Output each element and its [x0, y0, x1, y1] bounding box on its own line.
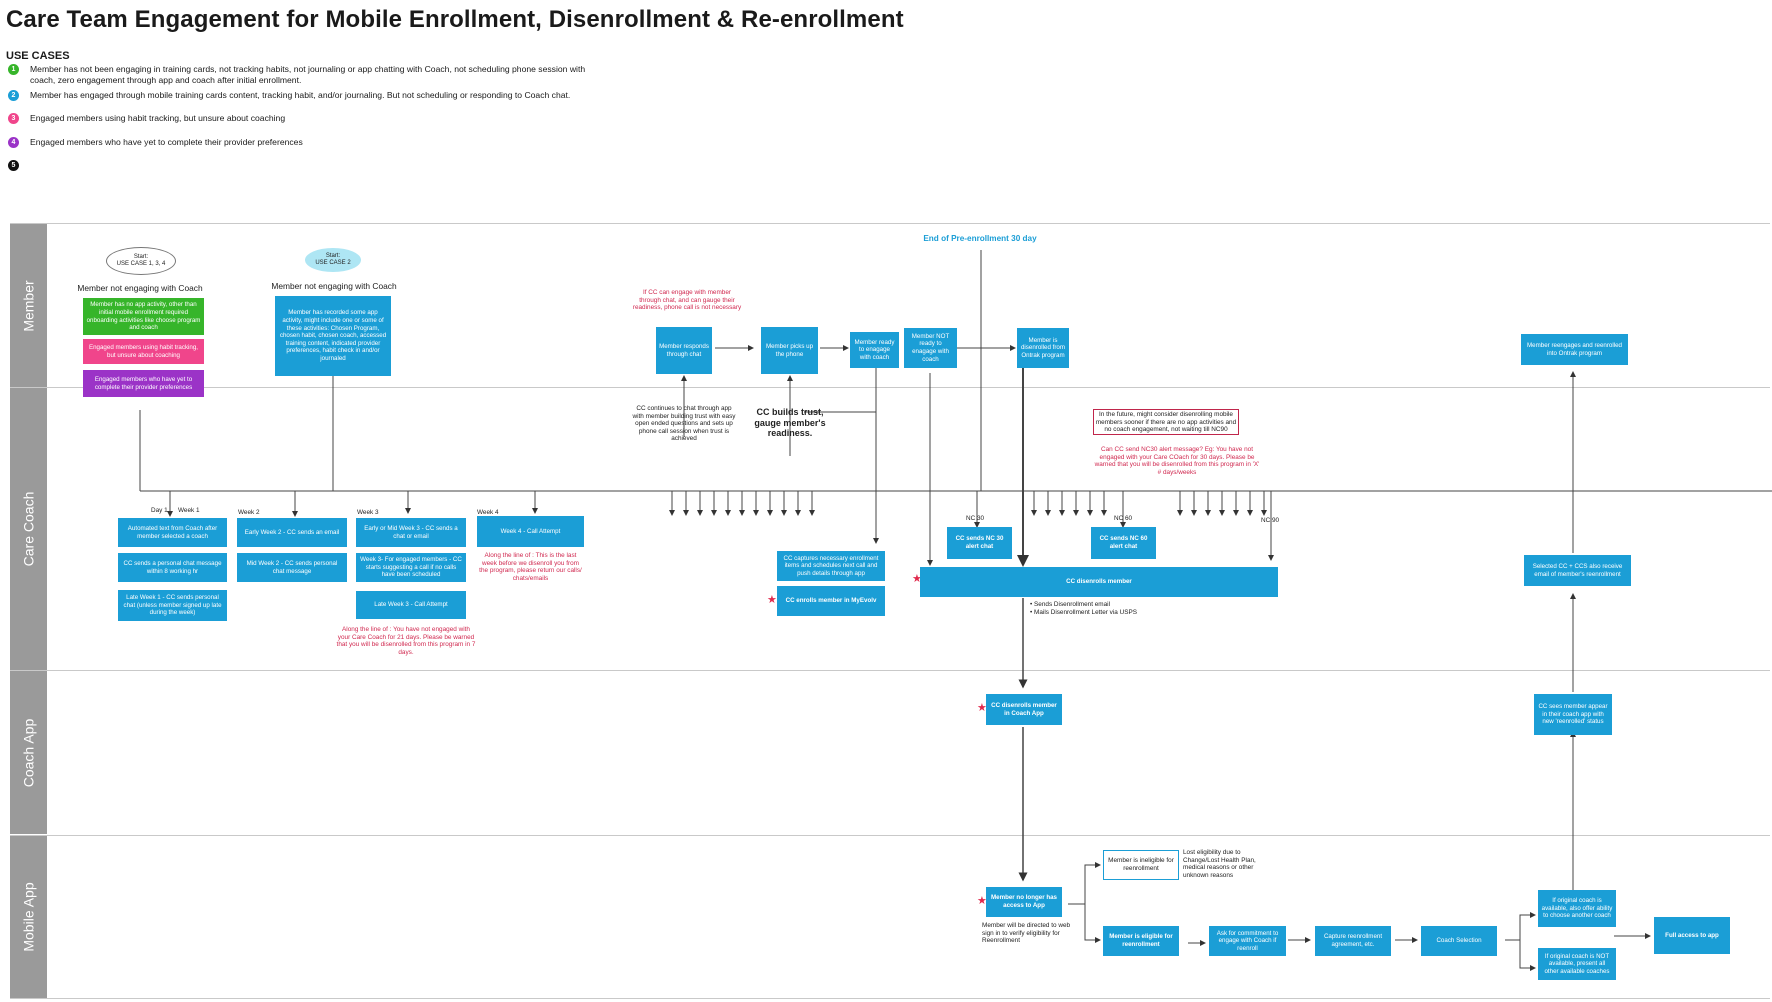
- use-case-1: 1 Member has not been engaging in traini…: [8, 64, 590, 86]
- box-cc-sees-reenrolled: CC sees member appear in their coach app…: [1534, 694, 1612, 735]
- use-case-2-text: Member has engaged through mobile traini…: [30, 90, 571, 100]
- lane-label-mobile-app: Mobile App: [10, 836, 47, 998]
- use-case-5: 5: [8, 160, 590, 171]
- box-ask-commitment: Ask for commitment to engage with Coach …: [1209, 926, 1286, 956]
- box-member-not-ready: Member NOT ready to enagage with coach: [904, 328, 957, 368]
- box-provider-preferences: Engaged members who have yet to complete…: [83, 370, 204, 397]
- note-cc-can-engage: If CC can engage with member through cha…: [632, 289, 742, 312]
- box-w3-suggest-call: Week 3- For engaged members - CC starts …: [356, 553, 466, 582]
- box-ineligible: Member is ineligible for reenrollment: [1103, 850, 1179, 880]
- label-week-1: Week 1: [178, 507, 200, 514]
- label-week-3: Week 3: [357, 509, 379, 516]
- list-disenroll-actions: • Sends Disenrollment email • Mails Dise…: [1030, 601, 1137, 616]
- box-recorded-app-activity: Member has recorded some app activity, m…: [275, 296, 391, 376]
- box-cc-disenrolls-coach-app: CC disenrolls member in Coach App: [986, 694, 1062, 725]
- note-w4-warning: Along the line of : This is the last wee…: [479, 552, 582, 582]
- star-icon: ★: [912, 573, 922, 585]
- head-not-engaging-2: Member not engaging with Coach: [271, 281, 397, 291]
- use-case-3-badge: 3: [8, 113, 19, 124]
- lane-mobile-app: Mobile App: [10, 835, 1770, 999]
- use-case-3: 3 Engaged members using habit tracking, …: [8, 113, 590, 124]
- lane-label-member: Member: [10, 224, 47, 387]
- label-end-pre-enrollment: End of Pre-enrollment 30 day: [923, 234, 1037, 243]
- label-week-4: Week 4: [477, 509, 499, 516]
- box-original-coach-not-available: If original coach is NOT available, pres…: [1538, 948, 1616, 980]
- use-case-4-badge: 4: [8, 137, 19, 148]
- use-case-1-text: Member has not been engaging in training…: [30, 64, 586, 85]
- box-original-coach-available: If original coach is available, also off…: [1538, 890, 1616, 927]
- box-w2-chat: Mid Week 2 - CC sends personal chat mess…: [237, 553, 347, 582]
- star-icon: ★: [767, 594, 777, 606]
- label-nc30: NC 30: [966, 515, 985, 522]
- lane-label-coach-app: Coach App: [10, 671, 47, 834]
- label-nc90: NC 90: [1261, 517, 1280, 524]
- head-not-engaging-1: Member not engaging with Coach: [77, 283, 203, 293]
- note-w3-warning: Along the line of : You have not engaged…: [336, 626, 476, 656]
- lane-coach-app: Coach App: [10, 670, 1770, 834]
- label-nc60: NC 60: [1114, 515, 1133, 522]
- note-future-disenroll: In the future, might consider disenrolli…: [1093, 409, 1239, 435]
- box-nc60-alert: CC sends NC 60 alert chat: [1091, 527, 1156, 559]
- box-w3-call-attempt: Late Week 3 - Call Attempt: [356, 591, 466, 619]
- use-case-3-text: Engaged members using habit tracking, bu…: [30, 113, 286, 123]
- lane-member: Member: [10, 223, 1770, 387]
- use-case-2: 2 Member has engaged through mobile trai…: [8, 90, 730, 101]
- box-full-access: Full access to app: [1654, 917, 1730, 954]
- start-use-case-2: Start: USE CASE 2: [305, 248, 361, 272]
- box-w2-email: Early Week 2 - CC sends an email: [237, 518, 347, 547]
- box-member-responds: Member responds through chat: [656, 327, 712, 374]
- box-w1-late-chat: Late Week 1 - CC sends personal chat (un…: [118, 590, 227, 621]
- box-capture-agreement: Capture reenrollment agreement, etc.: [1315, 926, 1391, 956]
- note-cc-continues-chat: CC continues to chat through app with me…: [632, 405, 736, 443]
- page-title: Care Team Engagement for Mobile Enrollme…: [6, 6, 904, 33]
- box-cc-enrolls: CC enrolls member in MyEvolv: [777, 586, 885, 616]
- box-coach-selection: Coach Selection: [1421, 926, 1497, 956]
- note-nc30-question: Can CC send NC30 alert message? Eg: You …: [1094, 446, 1260, 476]
- box-w1-automated-text: Automated text from Coach after member s…: [118, 518, 227, 547]
- list-item: • Mails Disenrollment Letter via USPS: [1030, 608, 1138, 616]
- box-cc-captures: CC captures necessary enrollment items a…: [777, 551, 885, 581]
- box-selected-cc-email: Selected CC + CCS also receive email of …: [1524, 555, 1631, 586]
- box-w1-personal-chat: CC sends a personal chat message within …: [118, 553, 227, 582]
- use-cases-heading: USE CASES: [6, 50, 70, 62]
- lane-care-coach: Care Coach: [10, 387, 1770, 670]
- box-member-ready: Member ready to enagage with coach: [850, 332, 899, 368]
- start-use-case-1-3-4: Start: USE CASE 1, 3, 4: [106, 247, 176, 275]
- label-day-1: Day 1: [151, 507, 168, 514]
- list-item: • Sends Disenrollment email: [1030, 601, 1111, 608]
- box-w3-chat-email: Early or Mid Week 3 - CC sends a chat or…: [356, 518, 466, 547]
- star-icon: ★: [977, 895, 987, 907]
- use-case-4-text: Engaged members who have yet to complete…: [30, 137, 303, 147]
- note-directed-web-sign-in: Member will be directed to web sign in t…: [982, 922, 1071, 945]
- box-no-app-activity: Member has no app activity, other than i…: [83, 298, 204, 335]
- use-case-5-badge: 5: [8, 160, 19, 171]
- use-case-1-badge: 1: [8, 64, 19, 75]
- box-nc30-alert: CC sends NC 30 alert chat: [947, 527, 1012, 559]
- use-case-2-badge: 2: [8, 90, 19, 101]
- box-w4-call-attempt: Week 4 - Call Attempt: [477, 516, 584, 547]
- box-member-picks-up: Member picks up the phone: [761, 327, 818, 374]
- box-no-access-app: Member no longer has access to App: [986, 887, 1062, 917]
- label-week-2: Week 2: [238, 509, 260, 516]
- box-member-reengages: Member reengages and reenrolled into Ont…: [1521, 334, 1628, 365]
- box-eligible: Member is eligible for reenrollment: [1103, 926, 1179, 956]
- use-case-4: 4 Engaged members who have yet to comple…: [8, 137, 590, 148]
- star-icon: ★: [977, 702, 987, 714]
- box-cc-disenrolls: CC disenrolls member: [920, 567, 1278, 597]
- box-member-disenrolled: Member is disenrolled from Ontrak progra…: [1017, 328, 1069, 368]
- note-ineligible-reason: Lost eligibility due to Change/Lost Heal…: [1183, 849, 1256, 879]
- lane-label-care-coach: Care Coach: [10, 388, 47, 670]
- box-habit-tracking: Engaged members using habit tracking, bu…: [83, 339, 204, 364]
- label-cc-builds-trust: CC builds trust, gauge member's readines…: [754, 407, 826, 438]
